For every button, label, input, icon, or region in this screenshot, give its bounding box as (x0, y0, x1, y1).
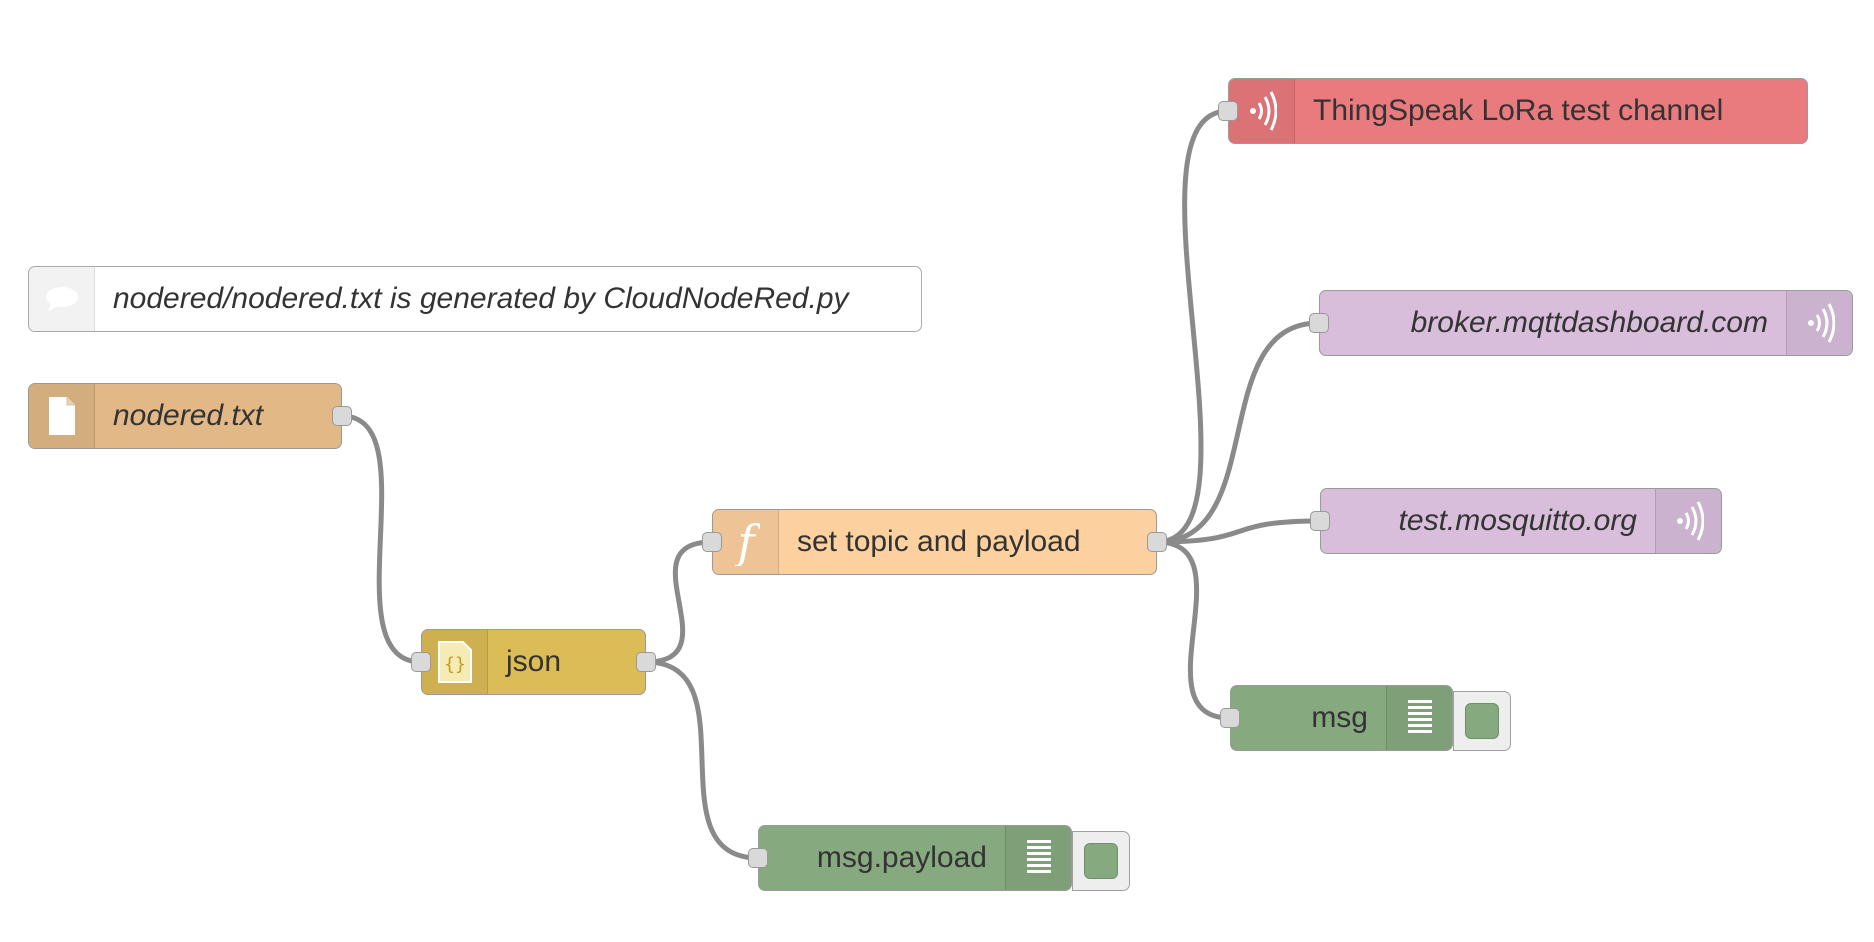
debug-payload-toggle-indicator (1084, 843, 1118, 879)
mqtt-mosquitto-input-port[interactable] (1310, 511, 1330, 531)
json-braces-icon: {} (422, 630, 488, 694)
debug-payload-label: msg.payload (816, 841, 987, 874)
json-output-port[interactable] (636, 652, 656, 672)
wire-function-to-mqtt-mosquitto[interactable] (1154, 518, 1323, 545)
debug-msg-label: msg (1311, 701, 1368, 734)
debug-msg-toggle-indicator (1465, 703, 1499, 739)
debug-payload-input-port[interactable] (748, 848, 768, 868)
wire-json-to-debug-payload[interactable] (643, 659, 761, 861)
function-icon: f (713, 510, 779, 574)
json-label: json (506, 645, 562, 678)
broadcast-icon (1229, 79, 1295, 143)
debug-msg-toggle-button[interactable] (1453, 691, 1511, 751)
thingspeak-input-port[interactable] (1218, 101, 1238, 121)
function-node[interactable]: f set topic and payload (702, 509, 1167, 575)
debug-list-icon (1386, 686, 1452, 750)
wire-function-to-mqtt-dashboard[interactable] (1154, 320, 1322, 545)
mqtt-dashboard-label: broker.mqttdashboard.com (1410, 306, 1768, 339)
thingspeak-node[interactable]: ThingSpeak LoRa test channel (1218, 78, 1808, 144)
debug-msg-input-port[interactable] (1220, 708, 1240, 728)
wire-file-to-json[interactable] (339, 413, 424, 665)
debug-payload-toggle-button[interactable] (1072, 831, 1130, 891)
file-in-label: nodered.txt (113, 399, 264, 432)
debug-payload-node[interactable]: msg.payload (748, 825, 1072, 891)
mqtt-dashboard-input-port[interactable] (1309, 313, 1329, 333)
file-icon (29, 384, 95, 448)
file-in-node[interactable]: nodered.txt (28, 383, 352, 449)
wire-function-to-debug-msg[interactable] (1154, 539, 1233, 721)
debug-msg-node[interactable]: msg (1220, 685, 1453, 751)
broadcast-icon (1786, 291, 1852, 355)
function-input-port[interactable] (702, 532, 722, 552)
comment-icon (29, 267, 95, 331)
mqtt-mosquitto-label: test.mosquitto.org (1398, 504, 1637, 537)
function-output-port[interactable] (1147, 532, 1167, 552)
comment-text: nodered/nodered.txt is generated by Clou… (113, 282, 849, 315)
broadcast-icon (1655, 489, 1721, 553)
mqtt-out-mosquitto-node[interactable]: test.mosquitto.org (1310, 488, 1722, 554)
json-input-port[interactable] (411, 652, 431, 672)
json-node[interactable]: {} json (411, 629, 656, 695)
svg-text:{}: {} (444, 654, 466, 675)
thingspeak-label: ThingSpeak LoRa test channel (1313, 94, 1724, 127)
svg-text:f: f (734, 518, 760, 566)
function-label: set topic and payload (797, 525, 1081, 558)
wire-json-to-function[interactable] (643, 539, 715, 665)
mqtt-out-dashboard-node[interactable]: broker.mqttdashboard.com (1309, 290, 1853, 356)
wire-function-to-thingspeak[interactable] (1154, 108, 1231, 545)
debug-list-icon (1005, 826, 1071, 890)
comment-node[interactable]: nodered/nodered.txt is generated by Clou… (28, 266, 922, 332)
file-in-output-port[interactable] (332, 406, 352, 426)
